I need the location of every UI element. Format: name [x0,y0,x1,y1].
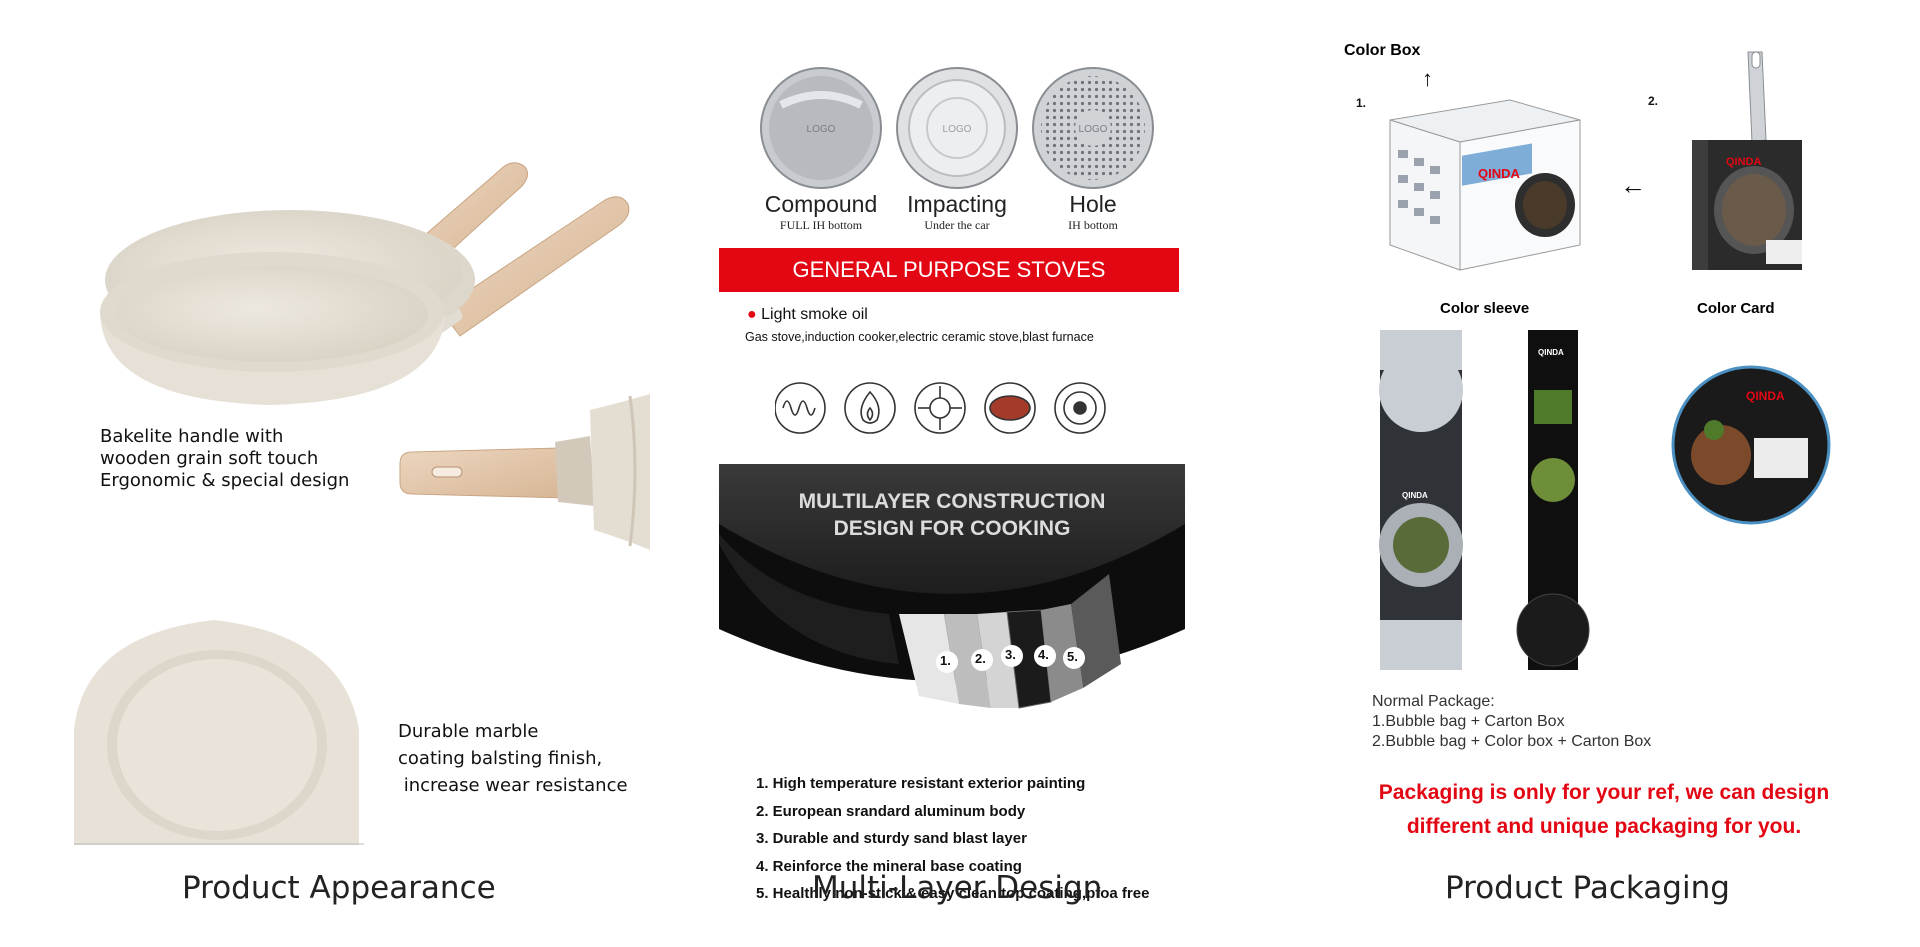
disk-title: Hole [1069,191,1117,217]
svg-text:QINDA: QINDA [1402,491,1428,500]
svg-text:LOGO: LOGO [1079,124,1108,135]
handle-feature-line: Ergonomic & special design [100,470,350,491]
handle-features: Bakelite handle with wooden grain soft t… [100,426,349,492]
layer-number-3: 3. [1005,647,1016,662]
svg-text:QINDA: QINDA [1538,348,1564,357]
box-number-1: 1. [1356,96,1367,110]
design-caption: Multi-Layer Design [812,870,1103,906]
handle-feature-line: Bakelite handle with [100,426,284,447]
packaging-caption: Product Packaging [1445,870,1730,906]
handle-closeup-image [399,394,650,550]
induction-coil-icon [775,382,826,434]
arrow-up-icon: ↑ [1422,66,1433,91]
color-card-image: QINDA [1671,365,1831,525]
layer-number-4: 4. [1038,647,1049,662]
box-number-2: 2. [1648,94,1659,108]
color-sleeve-image: QINDA QINDA [1379,330,1590,670]
color-card-label: Color Card [1697,300,1775,317]
layer-heading-line: MULTILAYER CONSTRUCTION [798,490,1106,513]
disk-subtitle: Under the car [924,218,990,232]
oil-note: ● Light smoke oil [747,306,868,324]
color-box-label: Color Box [1344,42,1421,59]
packaging-note-line: Packaging is only for your ref, we can d… [1378,781,1830,804]
layer-list-item: 4. Reinforce the mineral base coating [756,857,1022,875]
layer-list-item: 1. High temperature resistant exterior p… [756,775,1086,792]
packaging-note-line: different and unique packaging for you. [1406,815,1802,838]
disk-compound: LOGO Compound FULL IH bottom [751,65,891,233]
pan-box-image: QINDA [1692,51,1802,270]
design-panel: LOGO Compound FULL IH bottom LOGO Impact… [715,60,1195,902]
disk-title: Compound [764,191,878,217]
svg-text:QINDA: QINDA [1726,156,1762,168]
hot-plate-icon [1054,382,1106,434]
disk-subtitle: FULL IH bottom [779,218,863,232]
svg-text:QINDA: QINDA [1478,166,1521,181]
hole-disk-icon: LOGO [1032,67,1154,189]
packaging-note: Packaging is only for your ref, we can d… [1354,776,1854,844]
layer-list-item: 2. European srandard aluminum body [756,802,1026,820]
layer-heading-line: DESIGN FOR COOKING [833,517,1071,540]
appearance-caption: Product Appearance [182,870,496,906]
coating-feature-line: Durable marble [398,721,539,742]
multilayer-construction-image [719,464,1185,709]
frying-pans-image [100,162,630,405]
packaging-panel: Color Box ↑ 1. 2. QINDA ← QINDA Color sl… [1340,30,1900,860]
stove-icons-row [775,382,1106,434]
gas-burner-icon [914,382,966,434]
stoves-note: Gas stove,induction cooker,electric cera… [745,330,1094,344]
impacting-disk-icon: LOGO [896,67,1018,189]
appearance-panel: Bakelite handle with wooden grain soft t… [60,60,650,860]
arrow-left-icon: ← [1620,170,1646,200]
normal-package-item: 2.Bubble bag + Color box + Carton Box [1372,733,1652,750]
oil-note-text: Light smoke oil [761,306,868,323]
svg-text:LOGO: LOGO [943,124,972,135]
normal-package-title: Normal Package: [1372,693,1495,710]
disk-title: Impacting [907,191,1007,217]
svg-text:LOGO: LOGO [807,124,836,135]
coating-feature-line: coating balsting finish, [398,748,603,769]
stoves-banner: GENERAL PURPOSE STOVES [719,248,1179,292]
disk-subtitle: IH bottom [1068,218,1118,232]
coating-features: Durable marble coating balsting finish, … [398,718,628,799]
ceramic-hob-icon [984,382,1036,434]
coating-feature-line: increase wear resistance [398,775,628,796]
color-sleeve-label: Color sleeve [1440,300,1530,317]
normal-package-item: 1.Bubble bag + Carton Box [1372,713,1565,730]
layer-heading: MULTILAYER CONSTRUCTION DESIGN FOR COOKI… [719,488,1185,542]
color-box-image: QINDA [1389,99,1581,271]
normal-package: Normal Package: 1.Bubble bag + Carton Bo… [1372,692,1651,752]
layer-list: 1. High temperature resistant exterior p… [756,770,1149,908]
layer-number-2: 2. [975,651,986,666]
compound-disk-icon: LOGO [760,67,882,189]
layer-list-item: 5. Healthly non-stick & easy clean top c… [756,885,1150,902]
layer-number-1: 1. [940,653,951,668]
svg-text:QINDA: QINDA [1746,389,1785,403]
coating-closeup-image [74,620,364,845]
layer-number-5: 5. [1067,649,1078,664]
disk-impacting: LOGO Impacting Under the car [887,65,1027,233]
flame-icon [844,382,896,434]
bullet-dot-icon: ● [747,306,757,323]
disk-hole: LOGO Hole IH bottom [1023,65,1163,233]
layer-list-item: 3. Durable and sturdy sand blast layer [756,830,1027,847]
handle-feature-line: wooden grain soft touch [100,448,319,469]
